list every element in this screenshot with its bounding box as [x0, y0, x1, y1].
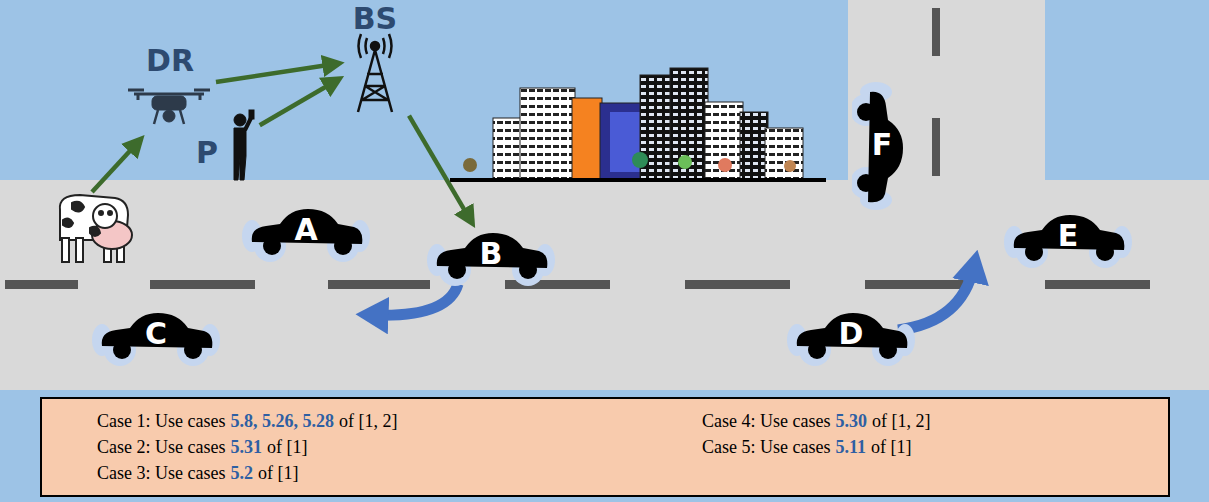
case-line: Case 3: Use cases5.2of [1]	[97, 463, 298, 484]
network-entity: DR	[126, 44, 214, 134]
buildings	[450, 68, 826, 182]
vehicle: D	[785, 304, 917, 366]
lane-dashes	[5, 8, 1150, 289]
use-case-number: 5.11	[835, 437, 866, 458]
case-panel: Case 1: Use cases5.8, 5.26, 5.28of [1, 2…	[40, 397, 1170, 497]
case-text: of [1]	[258, 463, 298, 484]
use-case-number: 5.2	[230, 463, 253, 484]
cow-illustration	[60, 195, 132, 262]
entity-label: DR	[146, 46, 194, 76]
vehicle-label: B	[480, 239, 503, 269]
case-text: of [1]	[267, 437, 307, 458]
data-link-arrow	[216, 64, 338, 82]
vehicle: C	[90, 304, 222, 366]
vehicle: B	[425, 224, 557, 286]
entity-label: P	[196, 138, 218, 168]
vehicle-label: C	[145, 319, 167, 349]
use-case-number: 5.30	[835, 411, 867, 432]
data-link-arrow	[260, 79, 339, 125]
case-text: of [1, 2]	[872, 411, 930, 432]
case-text: Case 1: Use cases	[97, 411, 225, 432]
turn-arrow	[898, 266, 974, 330]
network-entity: P	[194, 108, 258, 182]
case-line: Case 2: Use cases5.31of [1]	[97, 437, 307, 458]
case-text: Case 5: Use cases	[702, 437, 830, 458]
case-text: Case 2: Use cases	[97, 437, 225, 458]
vehicle: A	[240, 200, 372, 262]
case-text: of [1, 2]	[339, 411, 397, 432]
case-text: Case 3: Use cases	[97, 463, 225, 484]
use-case-number: 5.8, 5.26, 5.28	[230, 411, 334, 432]
vehicle-label: F	[872, 130, 893, 160]
vehicle-label: E	[1058, 221, 1079, 251]
data-link-arrow	[409, 116, 472, 223]
entity-label: BS	[353, 4, 397, 34]
case-line: Case 4: Use cases5.30of [1, 2]	[702, 411, 930, 432]
case-text: of [1]	[871, 437, 911, 458]
network-entity: BS	[340, 2, 410, 114]
side-road	[848, 0, 1045, 182]
case-text: Case 4: Use cases	[702, 411, 830, 432]
case-line: Case 1: Use cases5.8, 5.26, 5.28of [1, 2…	[97, 411, 397, 432]
vehicle-label: D	[839, 319, 864, 349]
case-line: Case 5: Use cases5.11of [1]	[702, 437, 911, 458]
vehicle: F	[852, 80, 912, 210]
use-case-number: 5.31	[230, 437, 262, 458]
vehicle: E	[1002, 206, 1134, 268]
vehicle-label: A	[294, 215, 317, 245]
road	[0, 180, 1209, 390]
lane-change-arrow	[372, 284, 458, 315]
sensing-arrow	[92, 140, 140, 192]
